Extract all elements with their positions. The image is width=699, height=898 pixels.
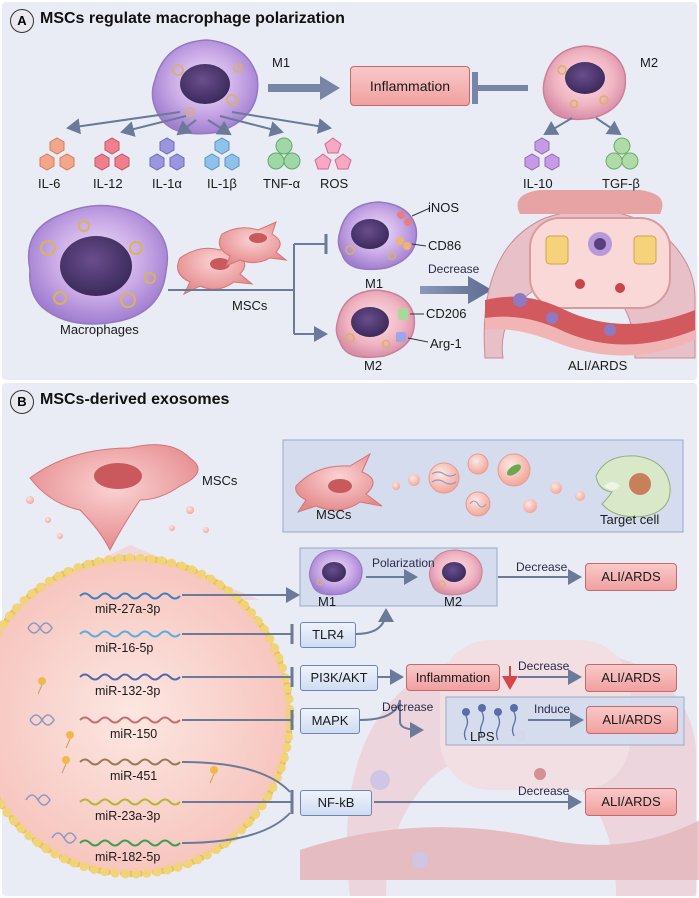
macrophages-label: Macrophages bbox=[60, 322, 139, 337]
factor-il6: IL-6 bbox=[38, 176, 61, 191]
factor-il12: IL-12 bbox=[93, 176, 123, 191]
polarization-label: Polarization bbox=[372, 556, 435, 570]
cd86-label: CD86 bbox=[428, 238, 462, 253]
ali-label-a: ALI/ARDS bbox=[568, 358, 628, 373]
exosome-large bbox=[0, 553, 295, 879]
ali-ards-illustration-a bbox=[483, 190, 696, 359]
inset-mscs-label: MSCs bbox=[316, 507, 352, 522]
mirna-150: miR-150 bbox=[110, 727, 158, 741]
mirna-strands bbox=[79, 592, 181, 847]
m2-cell-label: M2 bbox=[364, 358, 383, 373]
mscs-top-label: MSCs bbox=[202, 473, 238, 488]
decrease-label-1: Decrease bbox=[516, 560, 568, 574]
m2-label: M2 bbox=[640, 55, 659, 70]
m1-factor-arrows bbox=[66, 111, 332, 137]
panel-a-badge: A bbox=[10, 9, 34, 33]
lps-label: LPS bbox=[470, 729, 495, 744]
factor-tnfa: TNF-α bbox=[263, 176, 301, 191]
factor-ros: ROS bbox=[320, 176, 349, 191]
factor-il1a: IL-1α bbox=[152, 176, 182, 191]
target-cell-label: Target cell bbox=[600, 512, 660, 527]
inflammation-box-b: Inflammation bbox=[406, 664, 500, 691]
ali-box-3: ALI/ARDS bbox=[586, 706, 678, 734]
inset-exosomes bbox=[392, 453, 585, 517]
mirna-23a: miR-23a-3p bbox=[95, 809, 161, 823]
target-pi3k-akt: PI3K/AKT bbox=[300, 665, 378, 691]
m2-cell-b bbox=[428, 549, 483, 596]
vesicles-top bbox=[26, 496, 209, 539]
decrease-label-4: Decrease bbox=[518, 784, 570, 798]
m1-cell-label: M1 bbox=[365, 276, 384, 291]
inos-label: iNOS bbox=[428, 200, 460, 215]
arg1-label: Arg-1 bbox=[430, 336, 462, 351]
m2-factor-arrows bbox=[543, 117, 622, 136]
factor-icon-il1a bbox=[149, 137, 185, 171]
ali-box-4: ALI/ARDS bbox=[585, 788, 677, 816]
m2-cell-a bbox=[335, 289, 429, 359]
msc-top-cell bbox=[29, 444, 199, 552]
decrease-label-2: Decrease bbox=[518, 659, 570, 673]
induce-label: Induce bbox=[534, 702, 571, 716]
panel-b-title: MSCs-derived exosomes bbox=[40, 391, 230, 408]
panel-b-connectors bbox=[181, 569, 584, 844]
ali-box-2: ALI/ARDS bbox=[585, 664, 677, 692]
arrow-m1-to-inflammation bbox=[268, 76, 340, 100]
inset-target-cell bbox=[595, 455, 671, 518]
mscs-group-a bbox=[177, 221, 288, 296]
m1-cell-a bbox=[337, 201, 431, 271]
mscs-label-a: MSCs bbox=[232, 298, 268, 313]
inset-msc bbox=[295, 452, 383, 513]
mirna-27a: miR-27a-3p bbox=[95, 602, 161, 616]
inhibit-m2-to-inflammation bbox=[472, 72, 528, 104]
mirna-16: miR-16-5p bbox=[95, 641, 154, 655]
factor-icon-il6 bbox=[39, 137, 75, 171]
factor-icon-tnfa bbox=[267, 137, 301, 170]
factor-tgfb: TGF-β bbox=[602, 176, 640, 191]
factor-icon-il12 bbox=[94, 137, 130, 171]
mirna-182: miR-182-5p bbox=[95, 850, 161, 864]
decrease-label-a: Decrease bbox=[428, 262, 480, 276]
ali-box-1: ALI/ARDS bbox=[585, 563, 677, 591]
m2-label-b: M2 bbox=[444, 594, 463, 609]
factor-icon-tgfb bbox=[605, 137, 639, 170]
target-mapk: MAPK bbox=[300, 708, 360, 734]
large-macrophage bbox=[27, 204, 169, 325]
m2-macrophage-top bbox=[542, 45, 627, 121]
rna-tangles bbox=[25, 622, 77, 844]
inflammation-box: Inflammation bbox=[350, 66, 470, 106]
factor-icon-il10 bbox=[524, 137, 560, 171]
panel-a-title: MSCs regulate macrophage polarization bbox=[40, 10, 345, 27]
mscs-branch-lines bbox=[168, 234, 328, 342]
factor-il1b: IL-1β bbox=[207, 176, 237, 191]
target-tlr4: TLR4 bbox=[300, 622, 356, 648]
mirna-132: miR-132-3p bbox=[95, 684, 161, 698]
panel-b-badge: B bbox=[10, 390, 34, 414]
factor-icon-ros bbox=[314, 137, 352, 170]
m1-label: M1 bbox=[272, 55, 291, 70]
decrease-label-3: Decrease bbox=[382, 700, 434, 714]
m1-cell-b bbox=[308, 549, 363, 596]
lollipop-icons bbox=[37, 677, 218, 784]
mirna-451: miR-451 bbox=[110, 769, 158, 783]
lps-molecules bbox=[462, 704, 518, 741]
factor-icon-il1b bbox=[204, 137, 240, 171]
factor-il10: IL-10 bbox=[523, 176, 553, 191]
target-nfkb: NF-kB bbox=[300, 790, 372, 816]
cd206-label: CD206 bbox=[426, 306, 467, 321]
m1-label-b: M1 bbox=[318, 594, 337, 609]
arrow-decrease-a bbox=[420, 276, 492, 304]
m1-macrophage-top bbox=[151, 39, 259, 135]
